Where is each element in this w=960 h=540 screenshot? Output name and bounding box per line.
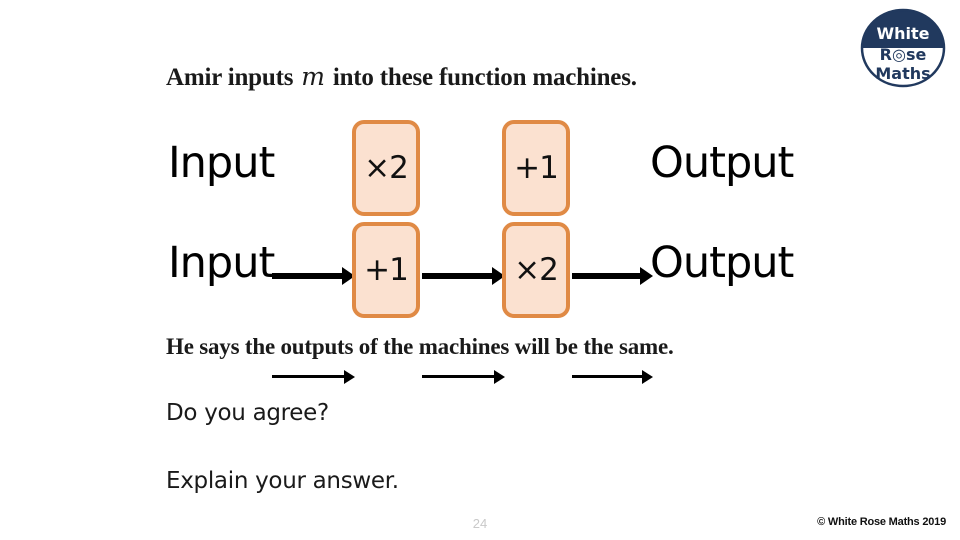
machine-row2-op2: ×2 xyxy=(502,222,570,318)
machine-row1-op2: +1 xyxy=(502,120,570,216)
white-rose-maths-logo: White R◎se Maths xyxy=(860,8,946,88)
function-machine-diagram: Input ×2 +1 Output Input +1 ×2 Output xyxy=(0,110,960,384)
machine-row2-op1: +1 xyxy=(352,222,420,318)
logo-line-white: White xyxy=(876,24,929,43)
machine-row1-op1: ×2 xyxy=(352,120,420,216)
copyright-notice: © White Rose Maths 2019 xyxy=(817,516,946,528)
output-label-row1: Output xyxy=(650,138,794,188)
logo-line-rose: R◎se xyxy=(880,45,927,64)
input-label-row2: Input xyxy=(168,238,275,288)
explain-instruction: Explain your answer. xyxy=(166,468,399,494)
prompt-variable-m: m xyxy=(301,62,325,91)
claim-sentence: He says the outputs of the machines will… xyxy=(166,334,674,359)
prompt-text-after: into these function machines. xyxy=(326,64,637,91)
agree-question: Do you agree? xyxy=(166,400,329,426)
prompt-text-before: Amir inputs xyxy=(166,64,300,91)
output-label-row2: Output xyxy=(650,238,794,288)
page-number: 24 xyxy=(472,516,488,531)
input-label-row1: Input xyxy=(168,138,275,188)
logo-line-maths: Maths xyxy=(875,64,930,83)
prompt-sentence: Amir inputs m into these function machin… xyxy=(166,62,637,92)
